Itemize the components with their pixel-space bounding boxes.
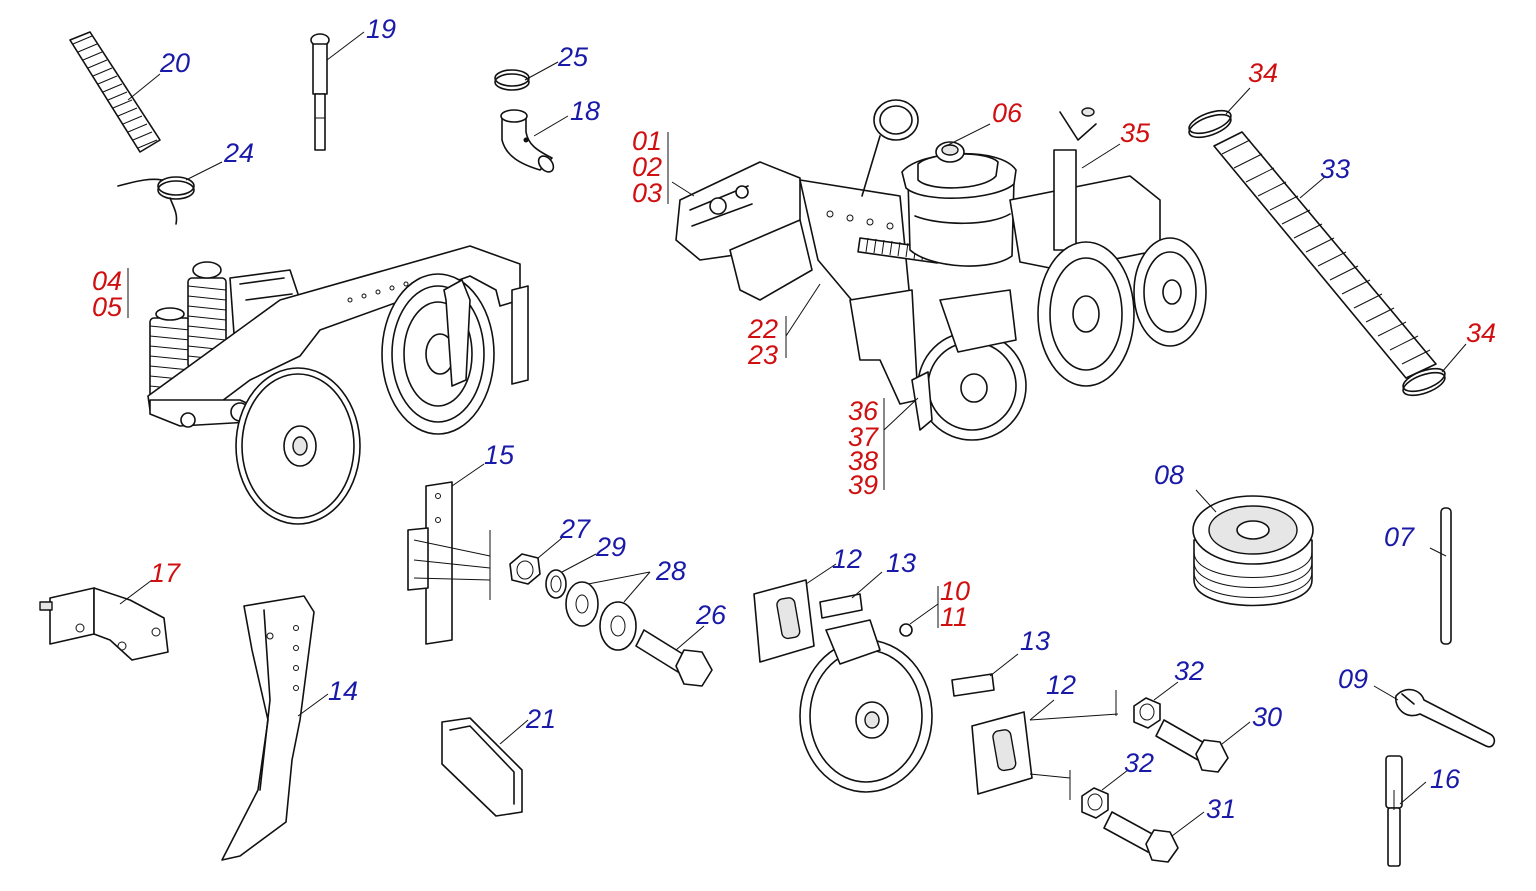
part-19-pin [310,31,365,151]
part-12-plate-lower [971,690,1119,800]
part-09-wrench [1373,685,1496,748]
part-26-bolt [635,625,713,687]
callout-02: 02 [632,152,662,182]
part-21-guide [441,717,529,817]
part-16-tool [1385,755,1427,867]
callout-29: 29 [595,532,626,562]
part-30-bolt [1155,719,1251,773]
part-12-plate-upper [753,563,837,663]
part-32-nut-lower [1081,769,1129,819]
part-25-hose-clamp [494,61,559,91]
part-13-shim-upper [819,571,883,619]
callout-33: 33 [1320,154,1350,184]
part-24-wire-clip [117,161,223,225]
callout-13-lower: 13 [1020,626,1050,656]
callout-13-upper: 13 [886,548,916,578]
part-14-shank [221,595,329,861]
callout-22: 22 [747,314,778,344]
callout-31: 31 [1206,794,1236,824]
callout-30: 30 [1252,702,1282,732]
callout-37: 37 [848,422,879,452]
part-28-washers [565,571,651,651]
callout-34-top: 34 [1248,58,1278,88]
callout-24: 24 [223,138,254,168]
part-20-spring [69,31,161,153]
part-13-shim-lower [951,653,1019,697]
callout-15: 15 [484,440,515,470]
callout-04: 04 [92,266,122,296]
callout-25: 25 [557,42,589,72]
callout-28: 28 [655,556,686,586]
part-29-washer [545,553,597,599]
callout-11: 11 [940,602,968,632]
part-15-bracket [407,463,491,645]
callout-34-bottom: 34 [1466,318,1496,348]
callout-26: 26 [695,600,727,630]
callout-19: 19 [366,14,396,44]
callout-12-lower: 12 [1046,670,1076,700]
opener-arm-assembly [127,245,529,525]
planter-row-unit-assembly [667,99,1207,490]
callout-12-upper: 12 [832,544,862,574]
callout-18: 18 [570,96,600,126]
callout-35: 35 [1120,118,1151,148]
callout-16: 16 [1430,764,1461,794]
part-08-spool [1192,489,1314,607]
callout-labels: 20 24 19 25 18 01 02 03 06 35 34 33 34 0… [92,14,1496,824]
callout-21: 21 [525,704,556,734]
callout-32-lower: 32 [1124,748,1154,778]
callout-01: 01 [632,126,662,156]
part-34-clamp-top [1188,87,1251,139]
callout-03: 03 [632,178,662,208]
part-17-bracket [39,579,169,661]
callout-27: 27 [559,514,591,544]
callout-08: 08 [1154,460,1184,490]
callout-36: 36 [848,396,879,426]
callout-10: 10 [940,576,970,606]
part-31-bolt [1103,811,1205,863]
callout-17: 17 [150,558,181,588]
callout-05: 05 [92,292,123,322]
callout-32-upper: 32 [1174,656,1204,686]
part-10-11-closing-disc [799,586,939,793]
part-27-nut [509,537,563,585]
part-34-clamp-bottom [1402,343,1467,397]
callout-09: 09 [1338,664,1368,694]
callout-39: 39 [848,470,878,500]
part-18-elbow-tube [500,109,569,173]
callout-06: 06 [992,98,1023,128]
callout-14: 14 [328,676,358,706]
callout-20: 20 [159,48,190,78]
part-07-rod [1429,507,1452,645]
part-32-nut-upper [1133,681,1179,729]
callout-23: 23 [747,340,778,370]
callout-38: 38 [848,446,878,476]
part-33-corrugated-hose [1213,131,1437,379]
callout-07: 07 [1384,522,1415,552]
